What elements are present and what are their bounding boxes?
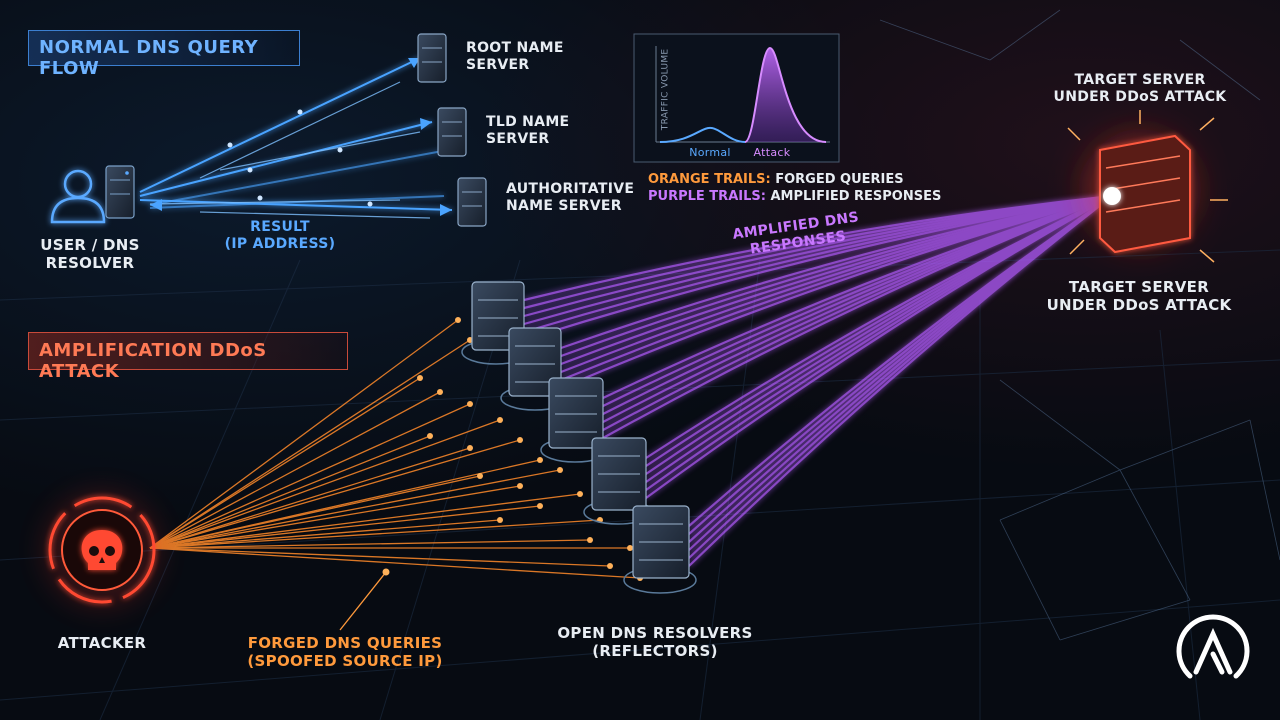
forged-query-line [149, 391, 441, 549]
forged-query-line [149, 435, 431, 549]
amplified-response-line [523, 194, 1113, 342]
normal-flow-dots [227, 109, 373, 207]
reflector-server-5-icon [623, 505, 697, 594]
forged-query-line [149, 439, 521, 549]
trail-legend: ORANGE TRAILS: FORGED QUERIES PURPLE TRA… [648, 172, 941, 206]
legend-purple-row: PURPLE TRAILS: AMPLIFIED RESPONSES [648, 189, 941, 206]
forged-query-dot [497, 517, 503, 523]
forged-query-line [149, 419, 501, 549]
user-label: USER / DNS RESOLVER [40, 236, 140, 272]
forged-query-dot [587, 537, 593, 543]
user-icon [50, 169, 106, 224]
root-server-icon [417, 33, 447, 83]
reflectors-label: OPEN DNS RESOLVERS (REFLECTORS) [557, 624, 753, 660]
forged-query-dot [517, 483, 523, 489]
normal-traffic-curve [659, 126, 746, 143]
attacker-label: ATTACKER [57, 634, 147, 652]
tld-server-label: TLD NAME SERVER [486, 114, 570, 147]
forged-query-line [149, 469, 561, 549]
legend-purple-value: AMPLIFIED RESPONSES [770, 188, 942, 204]
forged-query-dot [427, 433, 433, 439]
forged-query-line [149, 339, 471, 549]
forged-query-line [149, 319, 459, 549]
normal-arrowheads [150, 58, 452, 216]
traffic-curve-area [745, 48, 826, 142]
forged-query-dot [577, 491, 583, 497]
attack-title-box: AMPLIFICATION DDoS ATTACK [28, 332, 348, 382]
forged-query-line [149, 403, 471, 549]
forged-query-dot [537, 457, 543, 463]
forged-pointer-dot [382, 568, 390, 576]
forged-label-pointer [339, 571, 387, 631]
user-server-icon [105, 165, 135, 219]
legend-orange-key: ORANGE TRAILS: [648, 172, 771, 187]
reflector-server-3-icon [540, 377, 610, 463]
forged-query-dot [467, 445, 473, 451]
forged-query-dot [417, 375, 423, 381]
forged-query-dot [497, 417, 503, 423]
authoritative-server-icon [457, 177, 487, 227]
authoritative-server-label: AUTHORITATIVE NAME SERVER [506, 181, 635, 214]
target-label-top: TARGET SERVER UNDER DDoS ATTACK [1053, 72, 1227, 105]
forged-query-line [149, 519, 501, 549]
forged-query-line [149, 475, 481, 549]
chart-category-attack: Attack [753, 146, 791, 159]
traffic-chart [633, 33, 840, 163]
forged-label: FORGED DNS QUERIES (SPOOFED SOURCE IP) [247, 634, 443, 670]
amplified-response-line [602, 194, 1113, 439]
impact-sparks [1067, 110, 1228, 263]
forged-query-dot [455, 317, 461, 323]
forged-query-dot [467, 401, 473, 407]
forged-query-line [149, 519, 601, 549]
forged-query-dot [537, 503, 543, 509]
forged-query-line [149, 505, 541, 549]
target-server-icon [1070, 120, 1210, 260]
forged-query-line [149, 485, 521, 549]
chart-category-normal: Normal [689, 146, 731, 159]
forged-query-dot [607, 563, 613, 569]
normal-flow-title-box: NORMAL DNS QUERY FLOW [28, 30, 300, 79]
forged-query-line [149, 447, 471, 549]
amplified-response-line [645, 195, 1113, 499]
normal-flow-title: NORMAL DNS QUERY FLOW [39, 37, 259, 79]
legend-orange-row: ORANGE TRAILS: FORGED QUERIES [648, 172, 941, 189]
logo-icon [1176, 614, 1250, 679]
traffic-curve-line [744, 46, 827, 143]
amplified-response-line [560, 194, 1113, 390]
forged-query-line [149, 493, 581, 549]
amplified-response-lines [523, 194, 1113, 567]
result-label: RESULT (IP ADDRESS) [224, 219, 336, 252]
network-mesh [879, 9, 1280, 641]
root-server-label: ROOT NAME SERVER [466, 40, 564, 73]
reflector-server-2-icon [500, 327, 570, 411]
amplified-response-line [688, 195, 1113, 567]
forged-query-dot [437, 389, 443, 395]
attack-title: AMPLIFICATION DDoS ATTACK [39, 340, 267, 382]
tld-server-icon [437, 107, 467, 157]
forged-query-dot [477, 473, 483, 479]
normal-return-lines [149, 81, 431, 219]
forged-query-line [149, 377, 421, 549]
forged-query-lines [149, 319, 641, 579]
skull-icon [81, 530, 123, 570]
legend-purple-key: PURPLE TRAILS: [648, 188, 766, 204]
target-label-bottom: TARGET SERVER UNDER DDoS ATTACK [1046, 278, 1232, 314]
forged-query-line [149, 547, 641, 579]
chart-y-label: TRAFFIC VOLUME [660, 48, 671, 131]
forged-query-dot [517, 437, 523, 443]
forged-query-line [149, 547, 611, 567]
legend-orange-value: FORGED QUERIES [775, 172, 904, 187]
forged-query-dot [627, 545, 633, 551]
forged-query-dot [557, 467, 563, 473]
forged-query-line [149, 539, 591, 549]
